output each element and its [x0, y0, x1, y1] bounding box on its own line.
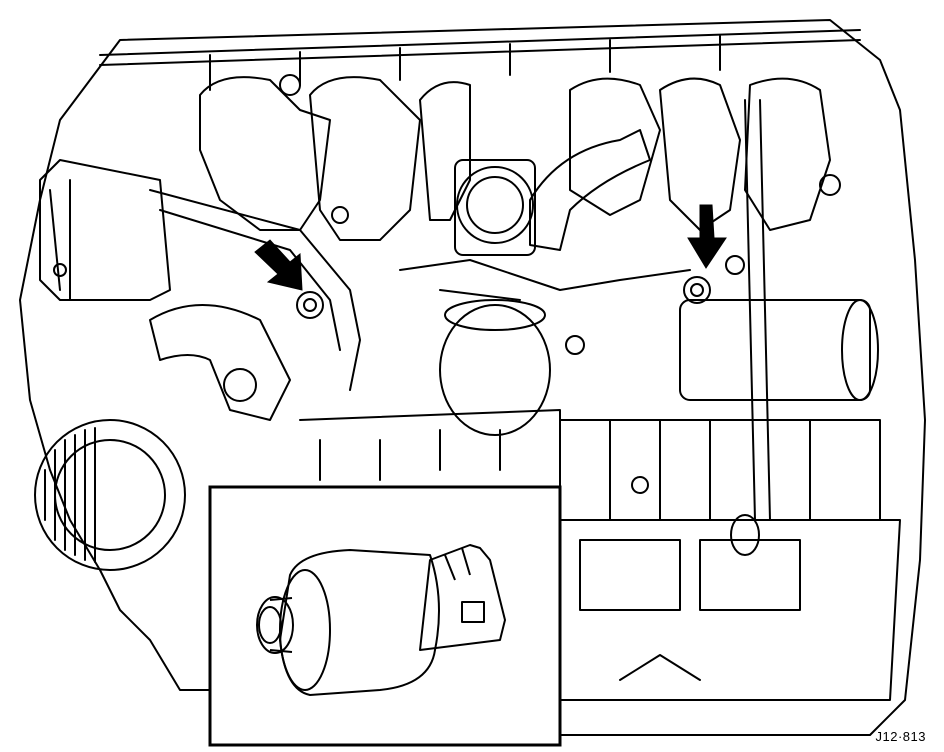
- right-sensor-arrow: [687, 204, 727, 269]
- figure-reference-code: J12·813: [875, 729, 926, 744]
- intake-runner-2: [309, 76, 421, 241]
- alternator: [34, 419, 186, 571]
- intake-runner-5: [659, 77, 741, 231]
- oil-filter: [439, 304, 551, 436]
- starter-motor: [679, 299, 871, 401]
- sensor-detail: [256, 544, 506, 696]
- intake-runner-1: [199, 76, 331, 231]
- air-intake-hose: [529, 129, 651, 251]
- intake-runner-6: [744, 77, 831, 231]
- left-sensor-arrow: [254, 239, 303, 291]
- throttle-body: [456, 166, 534, 244]
- right-sensor: [683, 276, 711, 304]
- distributor-cap: [39, 159, 171, 301]
- intake-runner-3: [419, 81, 471, 221]
- intake-runner-4: [569, 77, 661, 216]
- dipstick: [744, 99, 771, 521]
- sensor-inset: [208, 485, 562, 747]
- left-sensor: [296, 291, 324, 319]
- fuel-rail: [99, 29, 861, 66]
- coolant-hose: [149, 189, 361, 391]
- exhaust-manifold: [149, 304, 291, 421]
